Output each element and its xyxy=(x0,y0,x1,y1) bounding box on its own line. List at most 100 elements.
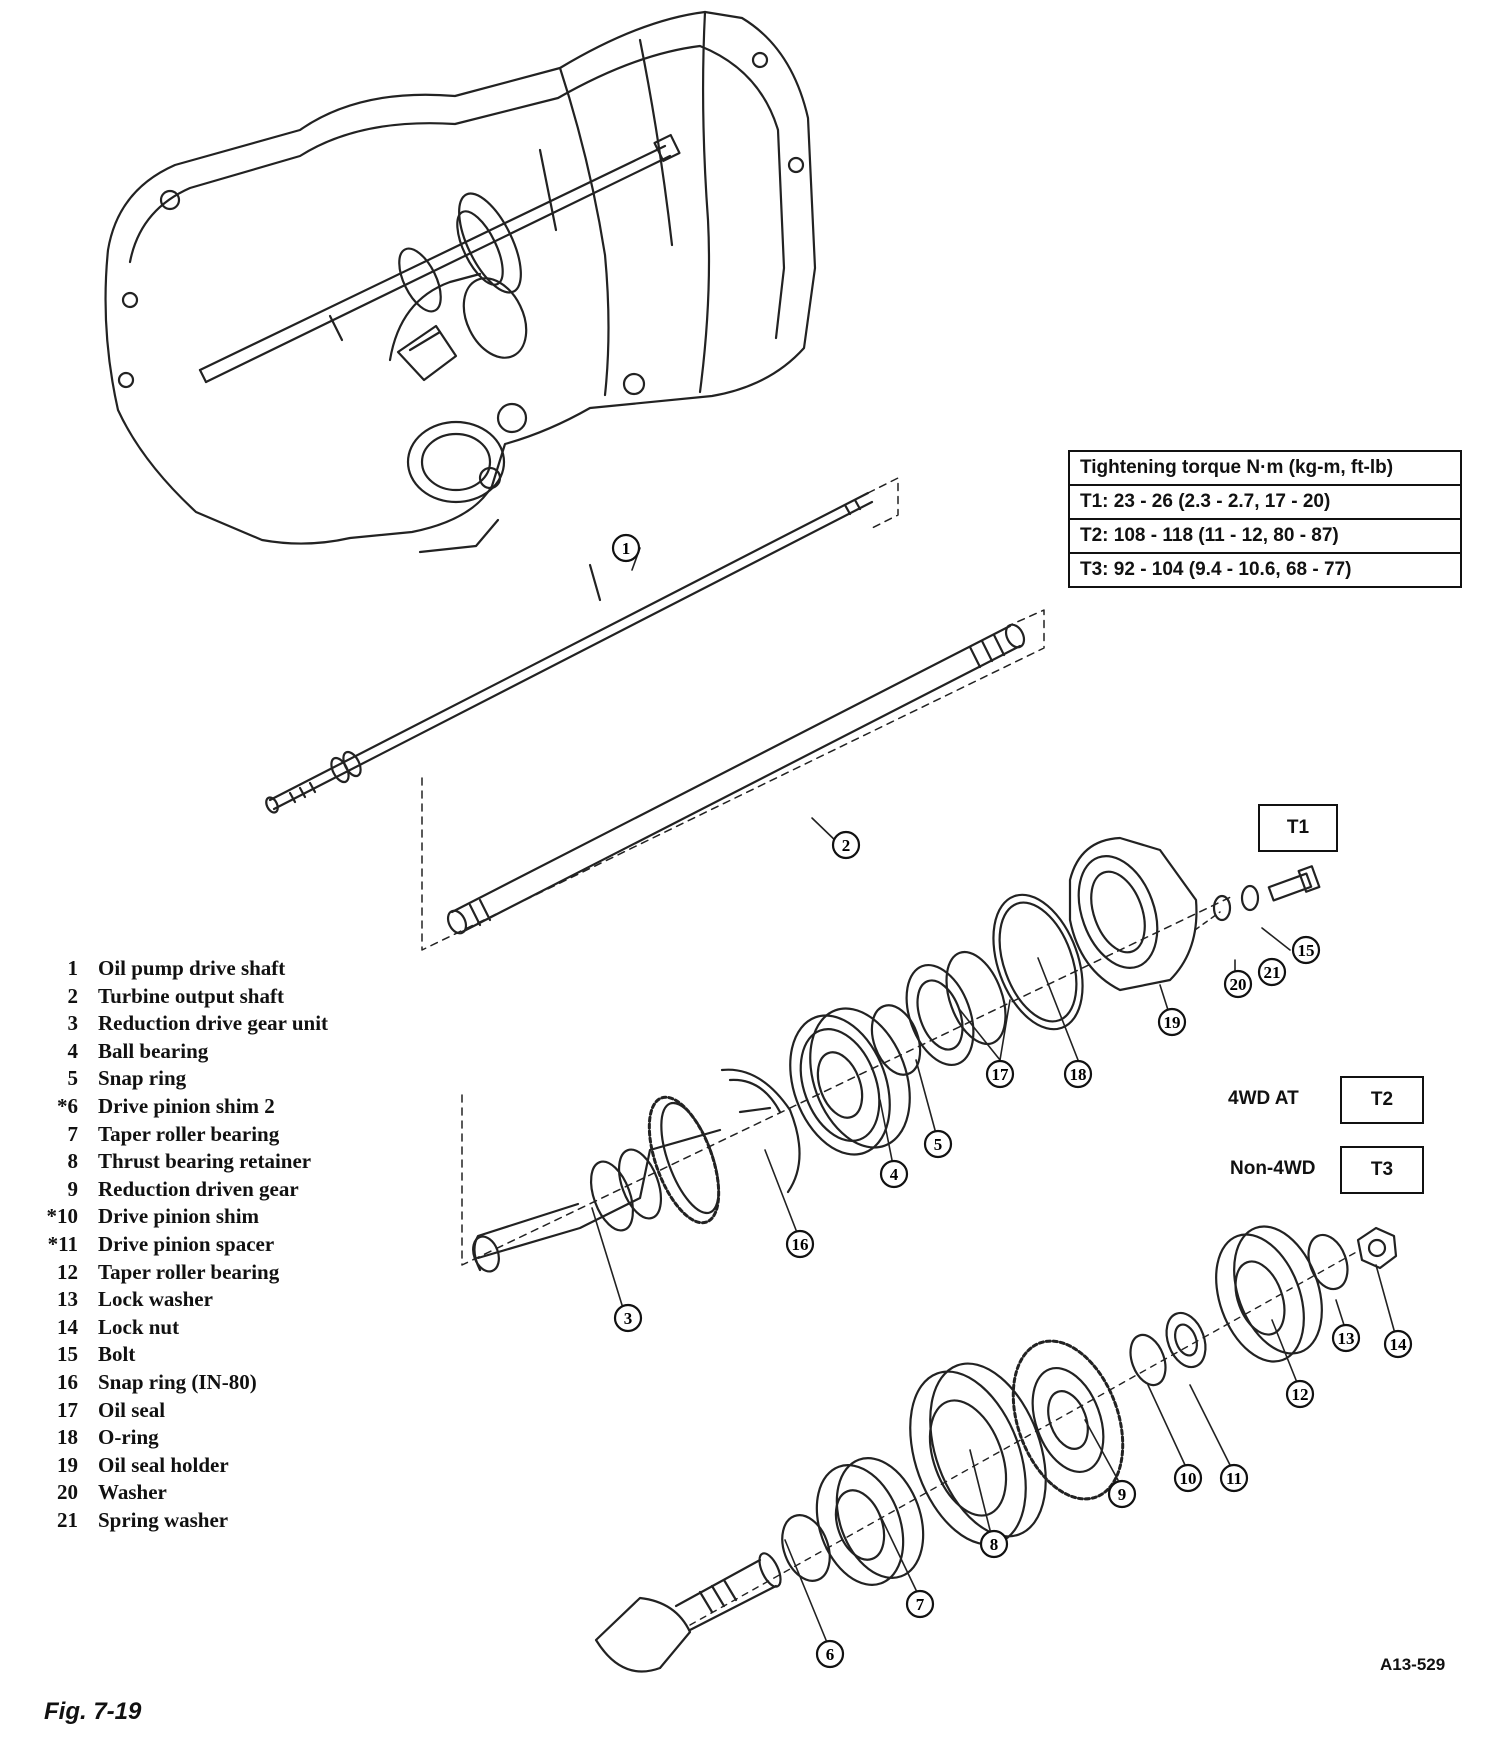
taper-roller-bearing-12 xyxy=(1215,1225,1323,1363)
turbine-output-shaft xyxy=(446,623,1026,935)
torque-table-header: Tightening torque N·m (kg-m, ft-lb) xyxy=(1068,450,1462,486)
svg-text:2: 2 xyxy=(842,836,851,855)
svg-text:9: 9 xyxy=(1118,1485,1127,1504)
callout-15: 15 xyxy=(1291,935,1321,965)
svg-text:7: 7 xyxy=(916,1595,925,1614)
callout-7: 7 xyxy=(905,1589,935,1619)
callout-9: 9 xyxy=(1107,1479,1137,1509)
drive-pinion-shim xyxy=(1129,1333,1167,1387)
figure-label: Fig. 7-19 xyxy=(44,1698,142,1725)
washer xyxy=(1212,894,1232,922)
torque-box-t2: T2 xyxy=(1340,1076,1424,1124)
svg-text:1: 1 xyxy=(622,539,631,558)
callout-8: 8 xyxy=(979,1529,1009,1559)
reference-code: A13-529 xyxy=(1380,1655,1446,1674)
torque-row-t3: T3: 92 - 104 (9.4 - 10.6, 68 - 77) xyxy=(1068,552,1462,588)
thrust-bearing-retainer xyxy=(909,1362,1047,1546)
oil-seal-holder xyxy=(1068,836,1198,992)
variant-non-4wd: Non-4WD xyxy=(1230,1158,1316,1179)
svg-text:5: 5 xyxy=(934,1135,943,1154)
oil-pump-drive-shaft xyxy=(265,491,874,814)
o-ring-inner xyxy=(998,901,1078,1023)
svg-text:12: 12 xyxy=(1292,1385,1309,1404)
svg-text:21: 21 xyxy=(1264,963,1281,982)
svg-text:19: 19 xyxy=(1164,1013,1181,1032)
callouts: 1 2 3 4 5 6 7 8 9 10 11 12 13 14 15 16 1… xyxy=(611,533,1413,1669)
callout-4: 4 xyxy=(879,1159,909,1189)
svg-text:6: 6 xyxy=(826,1645,835,1664)
svg-text:18: 18 xyxy=(1070,1065,1087,1084)
callout-17: 17 xyxy=(985,1059,1015,1089)
case-input-shaft xyxy=(198,133,681,384)
svg-text:8: 8 xyxy=(990,1535,999,1554)
callout-20: 20 xyxy=(1223,969,1253,999)
callout-5: 5 xyxy=(923,1129,953,1159)
svg-text:16: 16 xyxy=(792,1235,809,1254)
torque-row-t2: T2: 108 - 118 (11 - 12, 80 - 87) xyxy=(1068,518,1462,554)
lock-washer xyxy=(1307,1233,1349,1291)
callout-16: 16 xyxy=(785,1229,815,1259)
callout-1: 1 xyxy=(611,533,641,563)
drive-pinion xyxy=(594,1552,782,1673)
assembly-envelopes xyxy=(421,477,1236,1266)
callout-6: 6 xyxy=(815,1639,845,1669)
drive-pinion-shim-2 xyxy=(781,1514,831,1582)
callout-19: 19 xyxy=(1157,1007,1187,1037)
torque-row-t1: T1: 23 - 26 (2.3 - 2.7, 17 - 20) xyxy=(1068,484,1462,520)
lock-nut xyxy=(1356,1226,1398,1270)
torque-table: Tightening torque N·m (kg-m, ft-lb) T1: … xyxy=(1068,450,1462,588)
svg-text:10: 10 xyxy=(1180,1469,1197,1488)
callout-11: 11 xyxy=(1219,1463,1249,1493)
torque-box-t3: T3 xyxy=(1340,1146,1424,1194)
drive-pinion-spacer xyxy=(1165,1311,1207,1369)
svg-text:17: 17 xyxy=(992,1065,1010,1084)
svg-text:13: 13 xyxy=(1338,1329,1355,1348)
ball-bearing xyxy=(789,1007,911,1156)
torque-box-t1: T1 xyxy=(1258,804,1338,852)
o-ring xyxy=(992,893,1084,1031)
svg-text:14: 14 xyxy=(1390,1335,1408,1354)
callout-21: 21 xyxy=(1257,957,1287,987)
svg-text:4: 4 xyxy=(890,1165,899,1184)
callout-2: 2 xyxy=(831,830,861,860)
transmission-case xyxy=(104,10,817,554)
callout-12: 12 xyxy=(1285,1379,1315,1409)
snap-ring-16-inner xyxy=(728,1078,782,1114)
taper-roller-bearing-7 xyxy=(815,1457,925,1586)
spring-washer xyxy=(1240,884,1260,912)
callout-13: 13 xyxy=(1331,1323,1361,1353)
svg-text:15: 15 xyxy=(1298,941,1315,960)
reduction-drive-gear-unit xyxy=(472,1095,772,1273)
callout-3: 3 xyxy=(613,1303,643,1333)
leader-lines xyxy=(591,547,1395,1641)
svg-text:11: 11 xyxy=(1226,1469,1242,1488)
callout-10: 10 xyxy=(1173,1463,1203,1493)
snap-ring-16 xyxy=(720,1068,801,1194)
callout-18: 18 xyxy=(1063,1059,1093,1089)
callout-14: 14 xyxy=(1383,1329,1413,1359)
oil-seals xyxy=(905,950,1007,1067)
